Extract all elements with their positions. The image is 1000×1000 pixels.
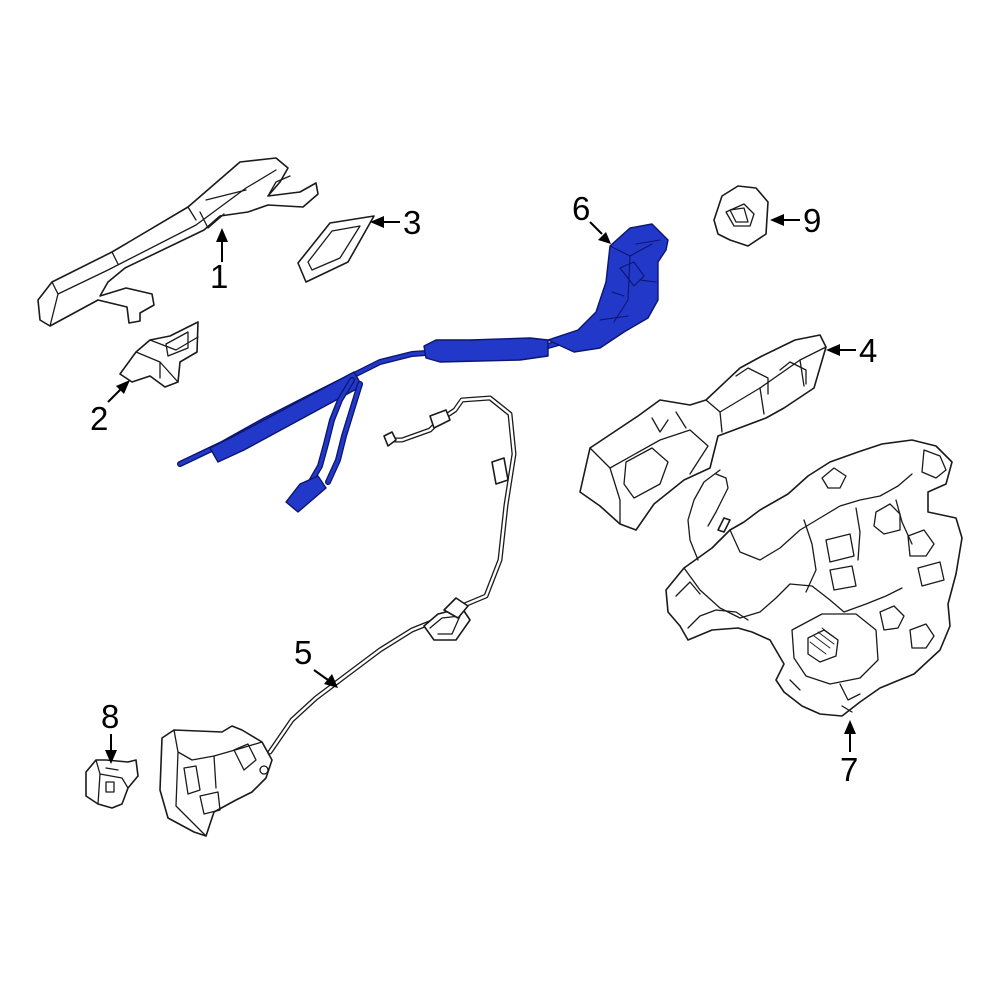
callout-label: 6 (572, 190, 590, 227)
callout-label: 5 (294, 634, 312, 671)
part-4-inner-handle-housing (579, 334, 827, 531)
callout-1: 1 (210, 228, 228, 295)
part-7-latch-assembly (665, 439, 963, 717)
part-5-actuator-module (159, 725, 273, 837)
part-8-clip (85, 759, 139, 809)
callout-label: 9 (803, 202, 821, 239)
part-5-release-cable (267, 395, 517, 755)
callout-4: 4 (826, 332, 877, 369)
part-6-lock-actuator-highlighted (177, 223, 669, 513)
callout-6: 6 (572, 190, 611, 244)
part-9-striker (713, 185, 769, 247)
callout-8: 8 (101, 698, 119, 764)
part-1-outside-handle (37, 157, 319, 327)
callout-label: 1 (210, 258, 228, 295)
callout-5: 5 (294, 634, 338, 688)
part-2-handle-bracket (119, 321, 199, 388)
callout-label: 3 (403, 204, 421, 241)
callout-2: 2 (90, 380, 130, 437)
callout-label: 2 (90, 400, 108, 437)
callout-label: 7 (840, 751, 858, 788)
callout-3: 3 (370, 204, 421, 241)
callout-9: 9 (770, 202, 821, 239)
callout-label: 8 (101, 698, 119, 735)
callout-label: 4 (859, 332, 877, 369)
part-3-trim-pad (297, 215, 375, 283)
callout-7: 7 (840, 720, 858, 788)
